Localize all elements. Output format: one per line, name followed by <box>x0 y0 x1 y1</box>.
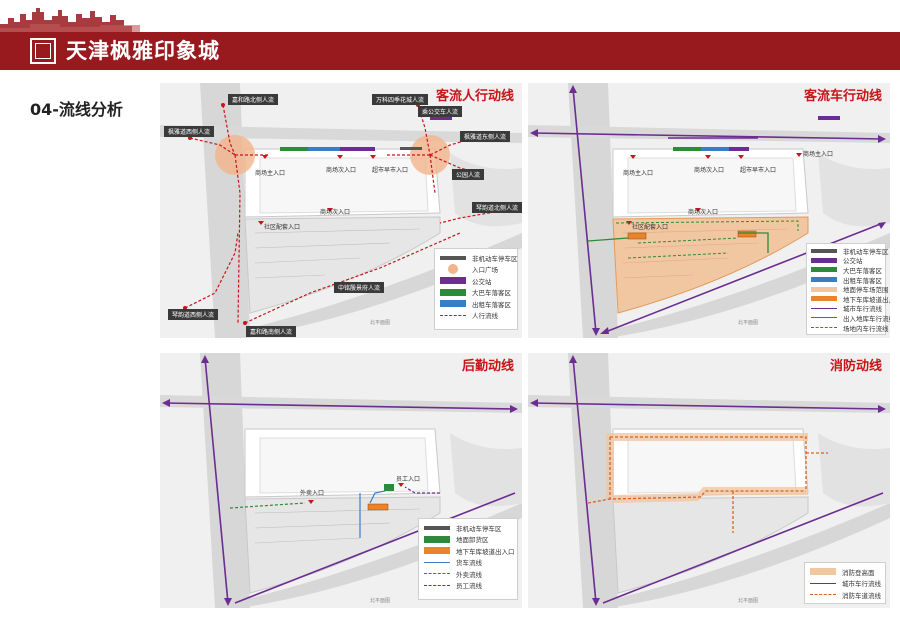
legend-item: 城市车行流线 <box>811 304 882 313</box>
legend-item: 大巴车落客区 <box>811 265 882 275</box>
label-bus-flow: 乘公交车人流 <box>418 106 463 117</box>
panel-vehicle-flow: 客流车行动线 商场主入口 商场主入口 商场次入口 超市早市入口 社区配套入口 商… <box>528 83 890 338</box>
legend-item: 地面卸货区 <box>424 534 512 546</box>
legend-item: 城市车行流线 <box>810 578 881 590</box>
label-jiahe-south: 嘉和路南侧人流 <box>246 326 297 337</box>
legend-vehicle: 非机动车停车区 公交站 大巴车落客区 出租车落客区 地面停车场范围 地下车库坡道… <box>806 243 890 335</box>
legend-item: 地面停车场范围 <box>811 284 889 294</box>
legend-item: 人行流线 <box>440 310 512 322</box>
header-bar <box>0 32 900 70</box>
label-fengya-east: 枫雅道东侧人流 <box>460 131 511 142</box>
label-community: 社区配套入口 <box>632 224 669 231</box>
legend-item: 消防车道流线 <box>810 589 881 601</box>
panel-title-fire: 消防动线 <box>829 359 882 374</box>
label-fengya-west: 枫雅道西侧人流 <box>164 126 215 137</box>
label-mall-second-2: 商场次入口 <box>688 209 719 216</box>
legend-item: 出租车落客区 <box>440 298 512 310</box>
legend-pedestrian: 非机动车停车区 入口广场 公交站 大巴车落客区 出租车落客区 人行流线 <box>434 248 518 330</box>
legend-item: 非机动车停车区 <box>424 522 512 534</box>
legend-fire: 消防登高面 城市车行流线 消防车道流线 <box>804 562 886 604</box>
north-label: 北平面图 <box>370 598 391 604</box>
north-label: 北平面图 <box>738 598 759 604</box>
panel-title-pedestrian: 客流人行动线 <box>435 89 514 104</box>
legend-item: 场地内车行流线 <box>811 323 889 333</box>
legend-item: 消防登高面 <box>810 566 880 578</box>
panel-title-vehicle: 客流车行动线 <box>803 89 882 104</box>
legend-item: 出租车落客区 <box>811 275 882 285</box>
label-qinyun-south: 琴韵道西侧人流 <box>168 309 219 320</box>
label-mall-second: 商场次入口 <box>694 167 725 174</box>
label-community: 社区配套入口 <box>264 224 301 231</box>
label-mall-main: 商场主入口 <box>255 170 286 177</box>
panel-logistics-flow: 后勤动线 外卖入口 员工入口 北平面图 非机动车停车区 地面卸货区 地下车库坡道… <box>160 353 522 608</box>
panel-title-logistics: 后勤动线 <box>461 359 514 374</box>
legend-item: 公交站 <box>440 275 512 287</box>
legend-item: 公交站 <box>811 256 881 265</box>
vehicle-map <box>528 83 890 338</box>
label-mall-main: 商场主入口 <box>623 170 654 177</box>
pedestrian-map <box>160 83 522 338</box>
label-mall-second: 商场次入口 <box>326 167 357 174</box>
legend-item: 非机动车停车区 <box>811 246 889 256</box>
panel-fire-flow: 消防动线 北平面图 消防登高面 城市车行流线 消防车道流线 <box>528 353 890 608</box>
label-wanke: 万科四季花城人流 <box>372 94 429 105</box>
panel-pedestrian-flow: 客流人行动线 嘉和路北侧人流 万科四季花城人流 乘公交车人流 枫雅道西侧人流 枫… <box>160 83 522 338</box>
label-jiahe-north: 嘉和路北侧人流 <box>228 94 279 105</box>
legend-item: 地下车库坡道出入口 <box>811 294 890 304</box>
label-mall-second-2: 商场次入口 <box>320 209 351 216</box>
legend-logistics: 非机动车停车区 地面卸货区 地下车库坡道出入口 货车流线 外卖流线 员工流线 <box>418 518 518 600</box>
legend-item: 员工流线 <box>424 580 512 592</box>
label-zhongling: 中铭殷景府人流 <box>334 282 385 293</box>
north-label: 北平面图 <box>370 320 391 326</box>
legend-item: 出入地库车行流线 <box>811 313 890 323</box>
legend-item: 非机动车停车区 <box>440 252 518 264</box>
skyline-decoration <box>0 8 140 32</box>
legend-item: 外卖流线 <box>424 568 512 580</box>
label-supermarket: 超市早市入口 <box>740 167 777 174</box>
label-staff-entrance: 员工入口 <box>396 476 421 483</box>
section-title: 04-流线分析 <box>30 100 123 119</box>
label-qinyun-north: 琴韵道北侧人流 <box>472 202 522 213</box>
fire-map <box>528 353 890 608</box>
legend-item: 大巴车落客区 <box>440 287 512 299</box>
north-label: 北平面图 <box>738 320 759 326</box>
legend-item: 货车流线 <box>424 557 512 569</box>
label-park: 公园人流 <box>452 169 485 180</box>
page-title: 天津枫雅印象城 <box>66 39 220 63</box>
legend-item: 地下车库坡道出入口 <box>424 545 515 557</box>
logistics-map <box>160 353 522 608</box>
brand-logo-icon <box>30 38 56 64</box>
label-supermarket: 超市早市入口 <box>372 167 409 174</box>
label-delivery-entrance: 外卖入口 <box>300 490 325 497</box>
label-mall-main-tr: 商场主入口 <box>803 151 834 158</box>
legend-item: 入口广场 <box>440 264 512 276</box>
